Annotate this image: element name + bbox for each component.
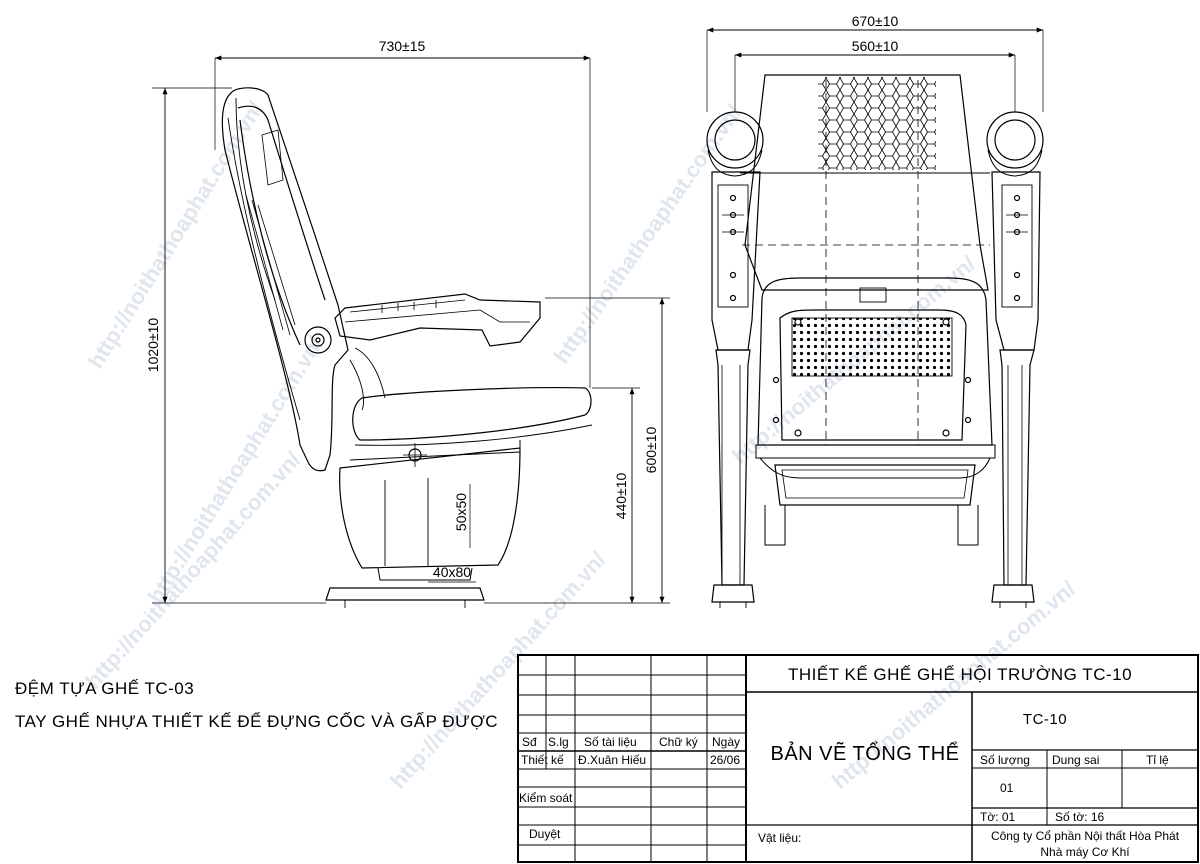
tb-approver-label: Duyệt [529, 827, 561, 841]
dim-front-inner-width: 560±10 [852, 38, 899, 54]
dim-side-depth: 730±15 [379, 38, 426, 54]
tb-drawing-title: BẢN VẼ TỔNG THỂ [770, 741, 959, 765]
tb-scale-label: Tỉ lệ [1146, 753, 1169, 767]
dim-base-section: 40x80 [433, 564, 471, 580]
right-leg [999, 349, 1035, 586]
tb-checker-label: Kiểm soát [519, 791, 573, 805]
tb-designer-label: Thiết kế [521, 753, 564, 767]
front-view [706, 27, 1044, 608]
tb-header-sign: Chữ ký [659, 735, 698, 749]
tb-tolerance-label: Dung sai [1052, 753, 1099, 767]
watermark: http://noithathoaphat.com.vn/ [549, 100, 747, 368]
dim-armrest-height: 600±10 [643, 426, 659, 473]
tb-header-doc: Số tài liệu [584, 735, 637, 749]
tb-company-line2: Nhà máy Cơ Khí [1040, 845, 1130, 859]
tb-code: TC-10 [1023, 711, 1067, 728]
tb-sheet: Tờ: 01 [980, 810, 1016, 824]
tb-project-title: THIẾT KẾ GHẾ GHẾ HỘI TRƯỜNG TC-10 [788, 665, 1132, 684]
left-leg [715, 349, 751, 586]
backrest-ventilation-mesh [818, 77, 936, 170]
seat-cushion [352, 387, 592, 441]
armrest [334, 293, 541, 347]
tb-qty-value: 01 [1000, 781, 1014, 795]
tb-header-date: Ngày [712, 735, 740, 749]
hinge-pivot [304, 326, 332, 354]
seat-panel [779, 309, 967, 441]
dim-side-height: 1020±10 [145, 318, 161, 373]
base-plate [325, 587, 485, 601]
seat-perforation [792, 318, 952, 376]
note-armrest-cupholder: TAY GHẾ NHỰA THIẾT KẾ ĐỂ ĐỰNG CỐC VÀ GẤP… [15, 711, 498, 731]
tb-header-sd: Sđ [522, 735, 537, 749]
tb-sheets: Số tờ: 16 [1055, 810, 1105, 824]
watermark: http://noithathoaphat.com.vn/ [385, 547, 610, 794]
tb-qty-label: Số lượng [980, 753, 1030, 767]
note-backrest-cushion: ĐỆM TỰA GHẾ TC-03 [15, 679, 194, 698]
dim-front-total-width: 670±10 [852, 13, 899, 29]
pedestal [339, 447, 521, 569]
watermark: http://noithathoaphat.com.vn/ [83, 97, 268, 372]
backrest-outline [221, 87, 349, 472]
dim-post-section: 50x50 [453, 493, 469, 531]
side-view [152, 55, 670, 608]
watermark: http://noithathoaphat.com.vn/ [80, 447, 305, 694]
tb-material-label: Vật liệu: [758, 831, 801, 845]
front-seat-cushion [774, 464, 976, 506]
title-block [517, 654, 1199, 863]
seat-frame [757, 277, 993, 446]
tb-header-slg: S.lg [548, 735, 569, 749]
right-arm-panel [991, 171, 1041, 351]
dim-seat-height: 440±10 [613, 472, 629, 519]
tb-design-date: 26/06 [710, 753, 740, 767]
tb-company-line1: Công ty Cổ phần Nội thất Hòa Phát [991, 829, 1180, 843]
watermark: http://noithathoaphat.com.vn/ [143, 332, 328, 607]
tb-designer-name: Đ.Xuân Hiếu [578, 753, 646, 767]
